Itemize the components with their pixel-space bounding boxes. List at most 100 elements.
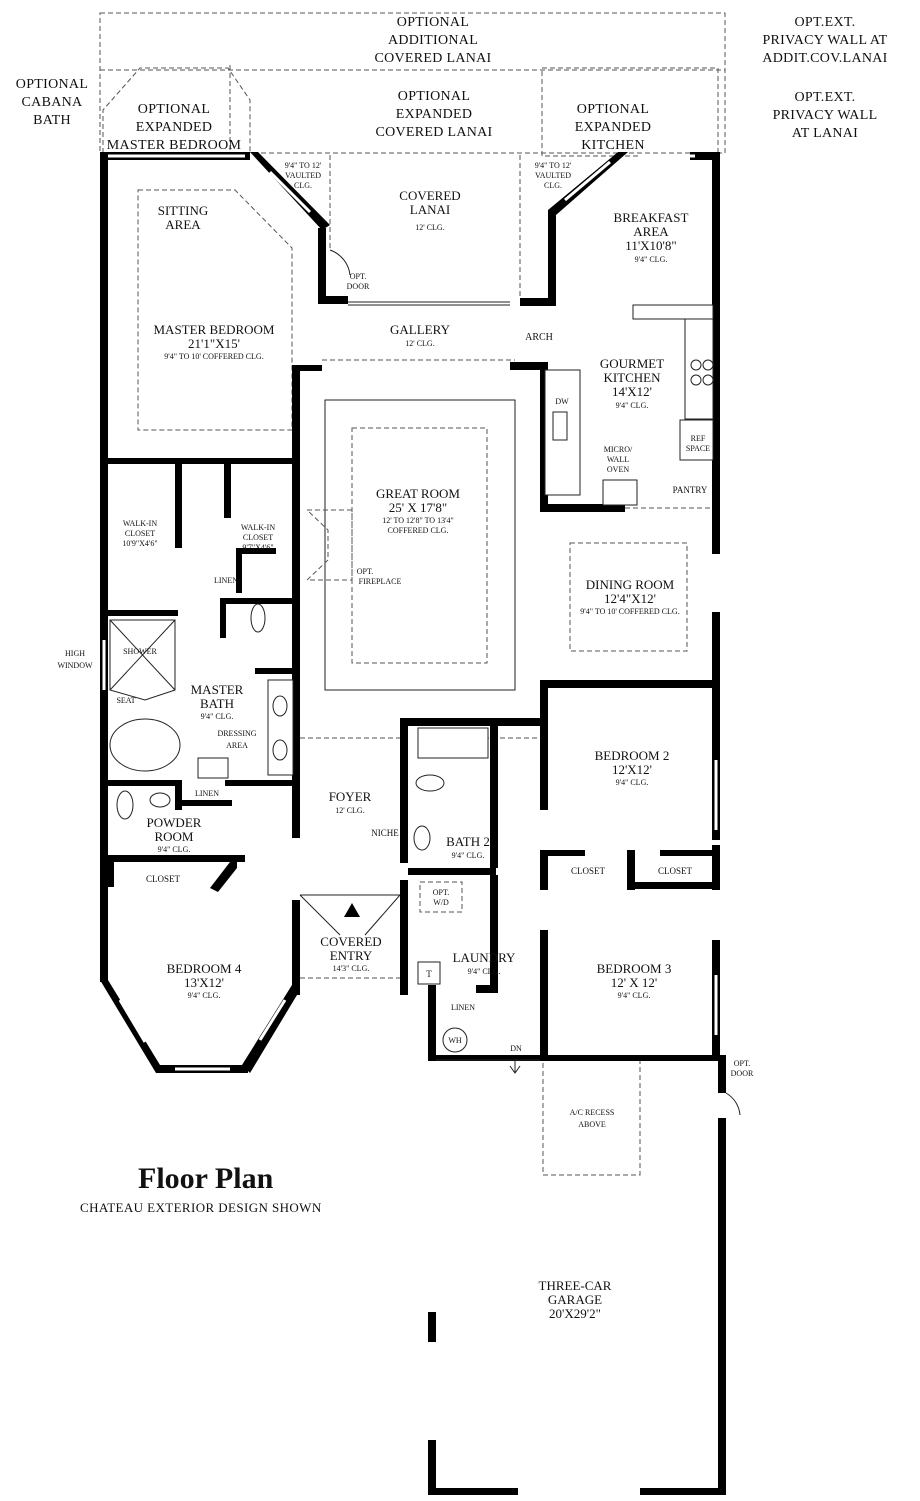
high-window-l1: HIGH — [65, 649, 85, 658]
wall-garage-front-right — [640, 1488, 726, 1495]
closet-bed3-label: CLOSET — [658, 866, 693, 876]
opt-cabana-l1: OPTIONAL — [16, 77, 88, 92]
water-heater — [442, 1027, 468, 1053]
wall-bath2-right — [490, 718, 498, 868]
wall-laundry-right — [490, 875, 498, 990]
great-room-l2: 25' X 17'8" — [389, 500, 447, 515]
opt-exp-lanai-l2: EXPANDED — [396, 107, 473, 122]
bedroom4-l1: BEDROOM 4 — [167, 961, 242, 976]
master-tub — [109, 718, 181, 772]
bedroom4-clg: 9'4" CLG. — [188, 991, 221, 1000]
wall-bed4-top — [100, 855, 245, 862]
bedroom3-l1: BEDROOM 3 — [597, 961, 672, 976]
vaulted-left-l1: 9'4" TO 12' — [285, 161, 322, 170]
kitchen-l1: GOURMET — [600, 356, 664, 371]
dw-label: DW — [555, 397, 569, 406]
wall-garage-top — [428, 1055, 720, 1061]
sitting-area-l2: AREA — [165, 217, 201, 232]
opt-privacy-addit-l1: OPT.EXT. — [795, 15, 856, 30]
opt-door-garage-l1: OPT. — [734, 1059, 751, 1068]
great-room-l1: GREAT ROOM — [376, 486, 460, 501]
opt-additional-lanai-l1: OPTIONAL — [397, 15, 469, 30]
wall-linen-top — [236, 548, 276, 554]
closet-bed4-label: CLOSET — [146, 874, 181, 884]
wall-entry-right — [400, 940, 408, 995]
doors — [299, 249, 741, 1116]
opt-additional-lanai-l2: ADDITIONAL — [388, 33, 478, 48]
wall-kitchen-bottom — [545, 504, 625, 512]
wall-laundry-left — [400, 880, 408, 985]
wall-closet-top — [100, 458, 295, 464]
wall-linen-stub — [476, 985, 498, 993]
powder-sink — [149, 792, 171, 808]
covered-entry-l1: COVERED — [320, 934, 381, 949]
micro-oven-l1: MICRO/ — [604, 445, 633, 454]
linen-laundry-label: LINEN — [451, 1003, 475, 1012]
wall-left-exterior — [100, 152, 108, 982]
wall-closet-bottom — [627, 882, 720, 889]
dressing-sink-1 — [272, 695, 288, 717]
foyer-clg: 12' CLG. — [335, 806, 364, 815]
master-coffer-outline — [137, 189, 293, 431]
ref-space-l1: REF — [691, 434, 706, 443]
powder-toilet — [116, 790, 134, 820]
breakfast-l1: BREAKFAST — [614, 210, 689, 225]
opt-door-garage-swing — [725, 1092, 741, 1116]
bath2-sink — [413, 825, 431, 851]
master-bedroom-l2: 21'1"X15' — [188, 336, 240, 351]
dn-label: DN — [510, 1044, 522, 1053]
walls — [100, 152, 726, 1495]
opt-exp-kitchen-l1: OPTIONAL — [577, 102, 649, 117]
great-room-clg-l2: COFFERED CLG. — [388, 526, 449, 535]
wall-bed2-top — [542, 680, 720, 688]
high-window-l2: WINDOW — [57, 661, 93, 670]
wic2-l3: 9'7"X4'6" — [242, 543, 273, 552]
wall-garage-right-top — [718, 1055, 726, 1093]
wall-gallery-left-bottom — [292, 365, 322, 371]
wall-closet-top-left — [540, 850, 585, 856]
wall-right-middle — [712, 612, 720, 840]
master-toilet — [250, 603, 266, 633]
wall-garage-right — [718, 1118, 726, 1493]
opt-exp-kitchen-l3: KITCHEN — [581, 138, 645, 153]
wall-master-right-upper — [318, 228, 326, 302]
master-bath-clg: 9'4" CLG. — [201, 712, 234, 721]
micro-oven-l3: OVEN — [607, 465, 629, 474]
ac-recess-l2: ABOVE — [578, 1120, 606, 1129]
vaulted-right-l3: CLG. — [544, 181, 562, 190]
great-room-clg-l1: 12' TO 12'8" TO 13'4" — [382, 516, 454, 525]
covered-entry-clg: 14'3" CLG. — [333, 964, 370, 973]
linen-master-label: LINEN — [214, 576, 238, 585]
breakfast-l2: AREA — [633, 224, 669, 239]
wall-dressing-top — [255, 668, 295, 674]
opt-wd-l2: W/D — [433, 898, 449, 907]
vaulted-right-l1: 9'4" TO 12' — [535, 161, 572, 170]
kitchen-l2: KITCHEN — [603, 370, 661, 385]
master-bath-l2: BATH — [200, 696, 234, 711]
linen-powder-label: LINEN — [195, 789, 219, 798]
breakfast-clg: 9'4" CLG. — [635, 255, 668, 264]
opt-privacy-lanai-l3: AT LANAI — [792, 126, 858, 141]
plan-subtitle: CHATEAU EXTERIOR DESIGN SHOWN — [80, 1200, 322, 1215]
garage-l3: 20'X29'2" — [549, 1306, 601, 1321]
wall-right-closet — [712, 845, 720, 890]
svg-text:12' TO 12'8" TO 13'4"COFFERED: 12' TO 12'8" TO 13'4"COFFERED CLG. — [382, 516, 454, 535]
ref-space-l2: SPACE — [686, 444, 710, 453]
wall-closet-divider — [175, 458, 182, 548]
optional-additional-lanai-outline — [99, 12, 726, 154]
wall-breakfast-left — [548, 210, 556, 305]
window-bed4-left — [118, 999, 147, 1043]
opt-exp-lanai-l3: COVERED LANAI — [375, 125, 492, 140]
arch-label: ARCH — [525, 332, 553, 343]
vaulted-left-l2: VAULTED — [285, 171, 321, 180]
micro-wall-oven-box — [602, 479, 638, 506]
cooktop-burner-1 — [690, 359, 702, 371]
